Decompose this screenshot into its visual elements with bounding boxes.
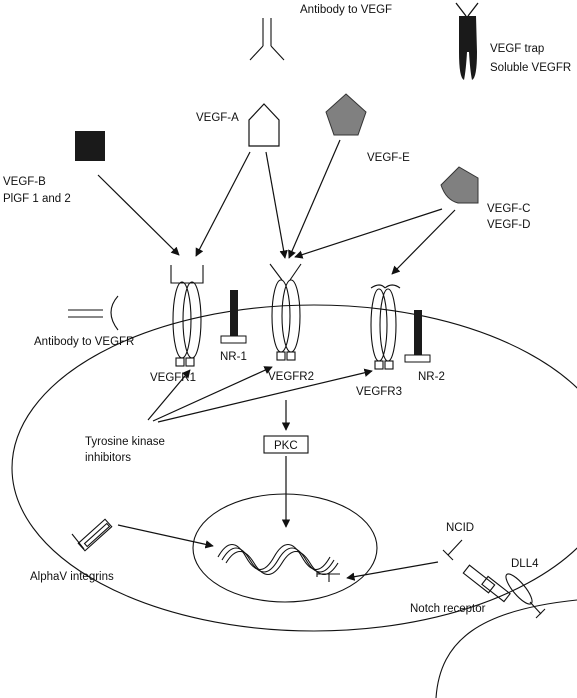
ncid-target-inhibition [316, 571, 340, 582]
nr2-label: NR-2 [418, 371, 445, 383]
ncid-label: NCID [446, 522, 474, 534]
arrow-vegfc-to-vegfr2 [294, 208, 443, 259]
antibody-vegf-icon [249, 18, 285, 61]
vegf-trap-label: VEGF trap [490, 43, 544, 55]
vegf-c-ligand [440, 166, 479, 204]
antibody-vegf-label: Antibody to VEGF [300, 4, 392, 16]
arrow-tki-to-vegfr2 [152, 366, 273, 422]
pkc-label: PKC [274, 440, 298, 452]
dll4-label: DLL4 [511, 558, 539, 570]
vegf-a-ligand [248, 103, 280, 147]
vegfr3-label: VEGFR3 [356, 386, 402, 398]
vegf-trap-icon [455, 2, 479, 80]
vegfr2-label: VEGFR2 [268, 371, 314, 383]
tki-label: Tyrosine kinase [85, 436, 165, 448]
vegf-b-label: VEGF-B [3, 176, 46, 188]
alphav-label: AlphaV integrins [30, 571, 114, 583]
arrow-vegfe-to-vegfr2 [288, 139, 341, 259]
arrow-tki-to-vegfr1 [147, 369, 191, 421]
antibody-vegfr-label: Antibody to VEGFR [34, 336, 134, 348]
cell-membrane [11, 304, 577, 632]
nr1-coreceptor [220, 290, 247, 344]
neighbor-cell-membrane [435, 599, 577, 698]
vegfr2-receptor [269, 263, 302, 361]
alphav-integrin-icon [71, 518, 113, 552]
dna-helix [217, 543, 339, 576]
arrow-ncid-to-nucleus [346, 561, 439, 581]
vegf-b-ligand [75, 131, 105, 161]
pkc-box [263, 435, 309, 454]
vegf-a-label: VEGF-A [196, 112, 239, 124]
vegf-c-label: VEGF-C [487, 203, 530, 215]
dll4-ligand-icon [505, 573, 546, 619]
nucleus [192, 493, 378, 603]
notch-receptor-label: Notch receptor [410, 603, 486, 615]
vegfr1-label: VEGFR1 [150, 372, 196, 384]
arrow-integrin-to-dna [117, 524, 214, 549]
notch-receptor-icon [462, 564, 511, 603]
arrow-tki-to-vegfr3 [157, 368, 373, 423]
vegfr1-receptor [170, 265, 204, 367]
vegf-e-ligand [325, 93, 367, 136]
tki-label-line2: inhibitors [85, 452, 131, 464]
vegf-d-label: VEGF-D [487, 219, 530, 231]
nr2-coreceptor [404, 310, 431, 363]
vegfr3-receptor [370, 284, 401, 370]
ncid-icon [442, 539, 463, 561]
arrow-vegfb-to-vegfr1 [97, 174, 180, 256]
arrow-vegfa-to-vegfr1 [195, 151, 251, 257]
plgf-label: PlGF 1 and 2 [3, 193, 71, 205]
nr1-label: NR-1 [220, 351, 247, 363]
arrow-vegfa-to-vegfr2 [265, 151, 288, 259]
arrow-vegfc-to-vegfr3 [391, 209, 456, 275]
soluble-vegfr-label: Soluble VEGFR [490, 62, 571, 74]
vegf-e-label: VEGF-E [367, 152, 410, 164]
antibody-vegfr-icon [68, 295, 119, 331]
